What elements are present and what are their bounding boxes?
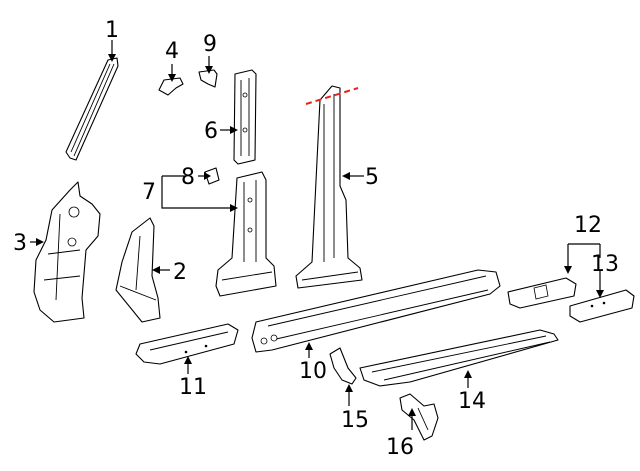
callout-9: 9 xyxy=(203,32,217,57)
part-10-rocker-panel xyxy=(251,269,501,353)
part-9-clip xyxy=(198,69,218,88)
part-7-center-pillar-inner xyxy=(215,171,277,297)
part-6-pillar-reinforcement xyxy=(233,69,257,165)
part-16-bracket xyxy=(399,393,439,441)
part-3-hinge-pillar xyxy=(33,181,101,323)
cut-line xyxy=(305,87,359,105)
part-5-center-pillar-outer xyxy=(295,85,363,289)
callout-6: 6 xyxy=(204,119,218,144)
callout-13: 13 xyxy=(591,252,619,277)
callout-1: 1 xyxy=(105,18,119,43)
part-11-rocker-reinforcement xyxy=(135,323,239,365)
callout-3: 3 xyxy=(13,231,27,256)
part-1-pillar-strip xyxy=(65,57,119,161)
part-15-bracket xyxy=(329,347,357,385)
callout-8: 8 xyxy=(181,165,195,190)
callout-10: 10 xyxy=(299,359,327,384)
part-8-patch xyxy=(204,167,220,185)
callout-4: 4 xyxy=(165,39,179,64)
callout-11: 11 xyxy=(179,375,207,400)
callout-14: 14 xyxy=(458,389,486,414)
part-4-bracket xyxy=(158,77,184,96)
part-13-sill-bracket xyxy=(569,289,635,323)
callout-2: 2 xyxy=(173,260,187,285)
callout-5: 5 xyxy=(365,165,379,190)
part-12-sill-bracket xyxy=(507,277,577,309)
callout-16: 16 xyxy=(386,435,414,460)
part-2-pillar-reinforcement xyxy=(115,217,161,323)
callout-leaders xyxy=(30,40,604,430)
callout-12: 12 xyxy=(574,213,602,238)
part-14-sill-extension xyxy=(359,329,559,387)
callout-7: 7 xyxy=(142,180,156,205)
callout-15: 15 xyxy=(341,408,369,433)
